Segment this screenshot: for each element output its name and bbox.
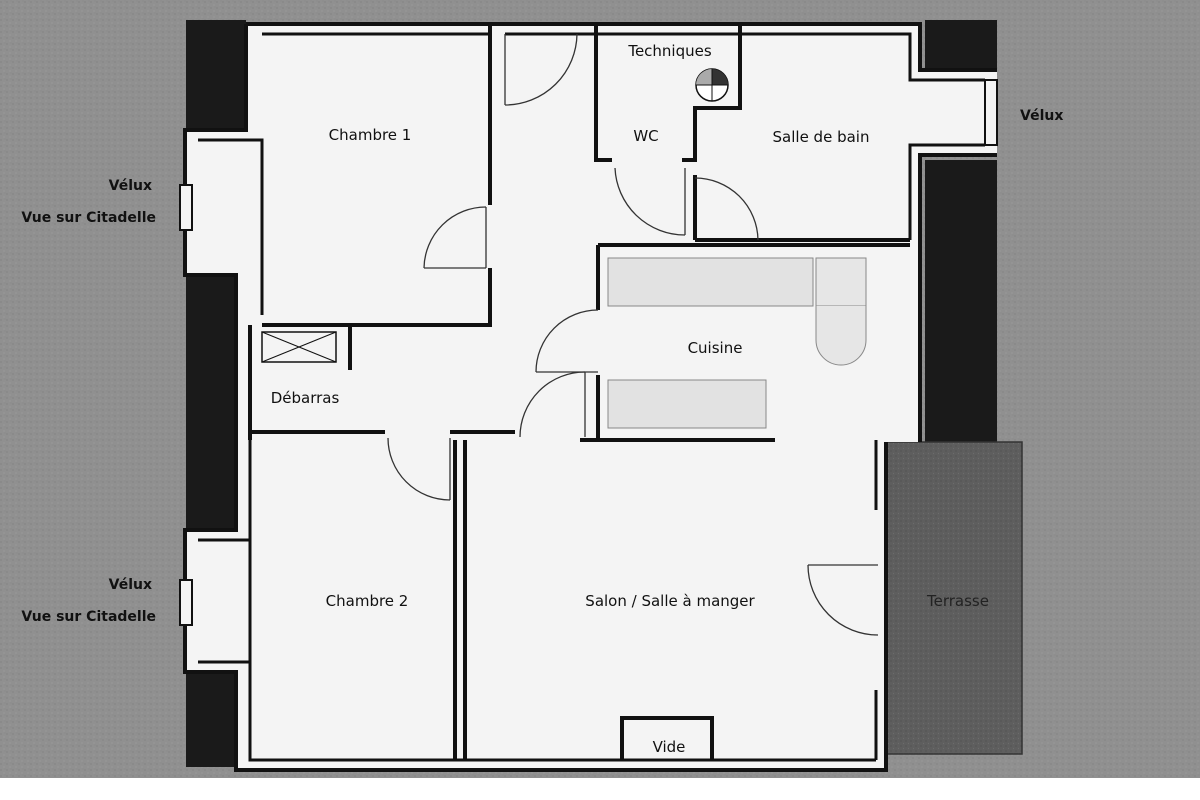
dark-band-left-top	[186, 20, 246, 130]
room-label-salon: Salon / Salle à manger	[585, 592, 755, 610]
side-label-vue-left-bottom: Vue sur Citadelle	[21, 609, 156, 625]
room-label-chambre-2: Chambre 2	[326, 592, 409, 610]
room-label-terrasse: Terrasse	[926, 592, 989, 610]
room-label-vide: Vide	[653, 738, 686, 756]
terrace-area	[885, 441, 1023, 755]
apartment-floor	[185, 24, 997, 770]
side-label-velux-left-top: Vélux	[109, 178, 152, 194]
side-label-velux-left-bottom: Vélux	[109, 577, 152, 593]
velux-windows	[179, 79, 998, 626]
room-label-techniques: Techniques	[627, 42, 712, 60]
dark-band-right-top	[925, 20, 997, 70]
kitchen-counters	[607, 257, 867, 429]
debarras-storage-box	[261, 331, 337, 363]
room-label-cuisine: Cuisine	[688, 339, 743, 357]
room-label-debarras: Débarras	[271, 389, 340, 407]
door-swings	[387, 33, 879, 636]
boiler-icon	[695, 68, 729, 102]
bottom-margin	[0, 778, 1200, 800]
side-label-velux-right: Vélux	[1020, 108, 1063, 124]
room-label-salle-de-bain: Salle de bain	[773, 128, 870, 146]
dark-band-right-mid	[925, 160, 997, 445]
room-label-chambre-1: Chambre 1	[329, 126, 412, 144]
side-label-vue-left-top: Vue sur Citadelle	[21, 210, 156, 226]
interior-walls	[248, 24, 910, 760]
outer-walls	[183, 22, 997, 772]
room-label-wc: WC	[633, 127, 658, 145]
